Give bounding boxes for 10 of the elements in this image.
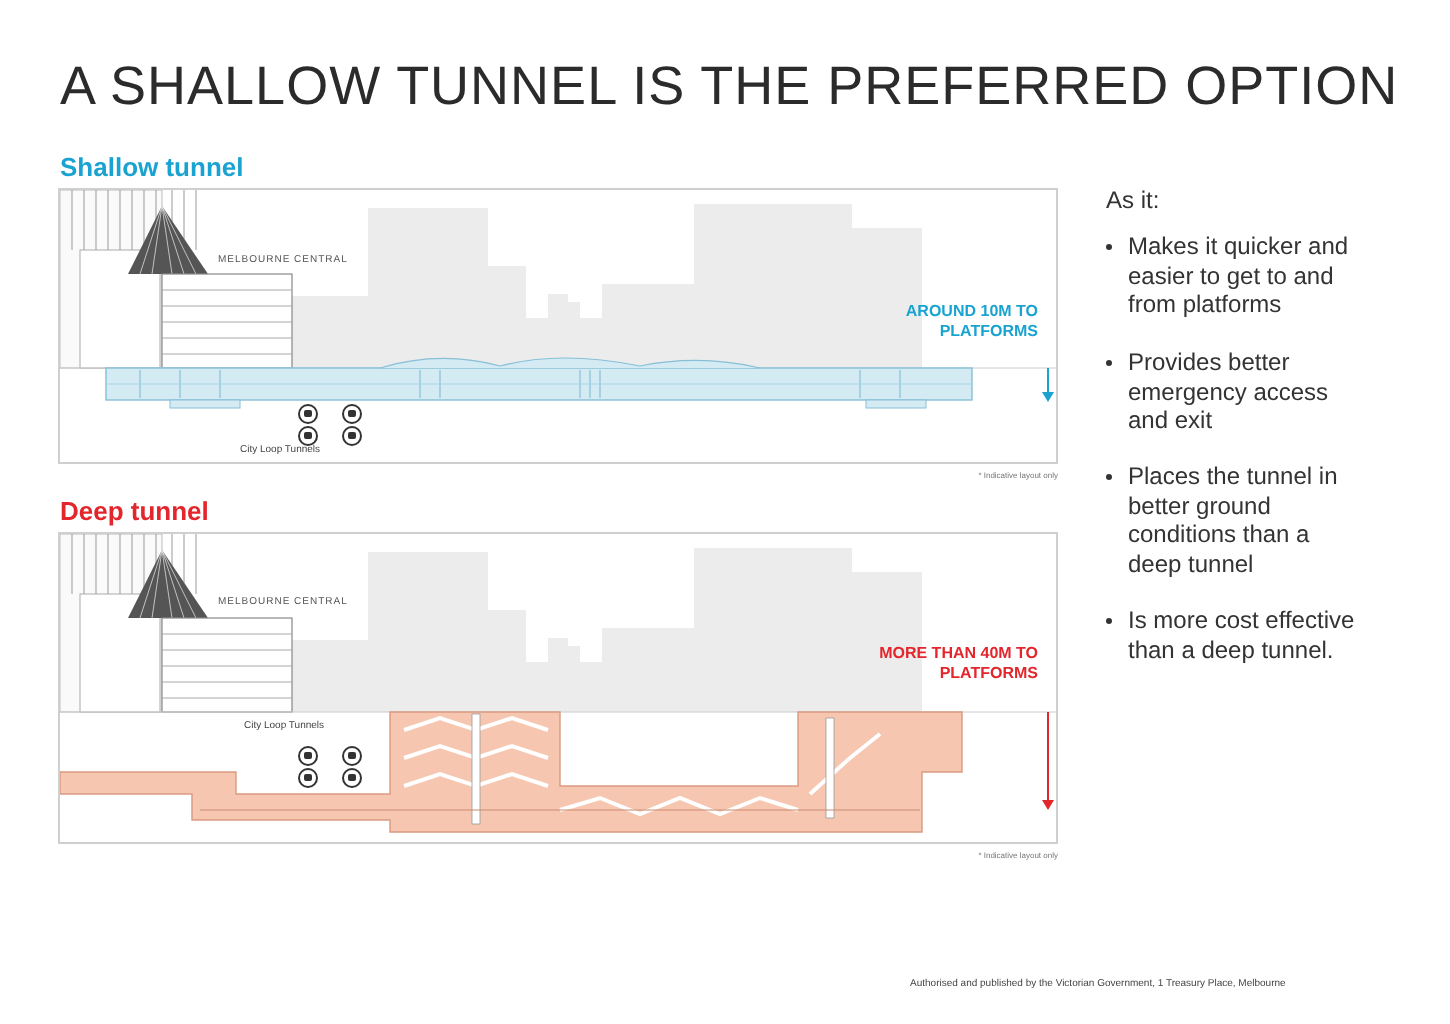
- panel-heading: Deep tunnel: [60, 498, 209, 524]
- bullet-text: Places the tunnel in better ground conditions than a deep tunnel: [1128, 462, 1340, 578]
- bullet-text: Provides better emergency access and exit: [1128, 348, 1331, 435]
- panel-heading: Shallow tunnel: [60, 154, 244, 180]
- bullet-text: Makes it quicker and easier to get to and from platforms: [1128, 232, 1351, 319]
- page-title: A SHALLOW TUNNEL IS THE PREFERRED OPTION: [60, 60, 1399, 114]
- bullet-text: Is more cost effective than a deep tunnel.: [1128, 606, 1357, 664]
- intro-text: As it:: [1106, 188, 1160, 212]
- depth-label: MORE THAN 40M TO PLATFORMS: [877, 644, 1038, 684]
- depth-label: AROUND 10M TO PLATFORMS: [903, 302, 1038, 342]
